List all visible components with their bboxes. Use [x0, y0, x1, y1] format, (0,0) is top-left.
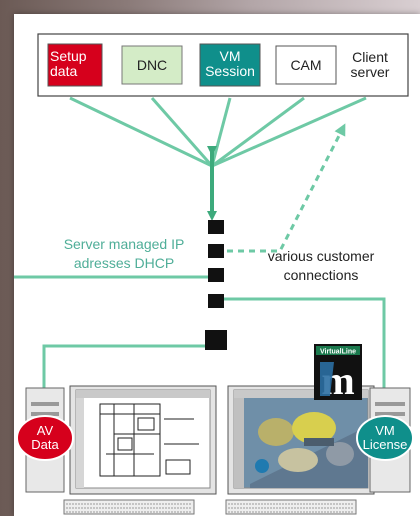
av-data-badge-text: AV Data [31, 423, 59, 452]
cam-label: CAM [290, 57, 322, 73]
cam-module [275, 45, 337, 85]
logo-text: VirtualLine [320, 349, 356, 356]
customer-connection-dashed [227, 123, 346, 253]
vm-license-badge-text: VM License [362, 423, 408, 452]
diagram-canvas: VirtualLine m Setup data DNC VM Session … [14, 14, 420, 516]
dnc-module [121, 45, 183, 85]
right-keyboard [225, 499, 357, 515]
left-monitor [69, 385, 217, 495]
av-data-badge [16, 415, 74, 461]
customer-connections-label: various customer connections [267, 248, 375, 283]
setup-data-module [47, 43, 103, 87]
left-keyboard [63, 499, 195, 515]
vm-session-label: VM Session [205, 48, 255, 79]
right-monitor [227, 385, 375, 495]
network-lines [14, 275, 386, 394]
dnc-label: DNC [136, 57, 168, 73]
vm-license-badge [356, 415, 414, 461]
diagram-svg: VirtualLine m [14, 33, 414, 515]
vm-session-module [199, 43, 261, 87]
fanout-lines [69, 96, 367, 168]
setup-data-label: Setup data [50, 48, 87, 79]
switch-ports [205, 220, 227, 350]
virtualline-logo: VirtualLine m [314, 344, 362, 403]
server-managed-label: Server managed IP adresses DHCP [63, 236, 185, 271]
client-server-label: Client server [350, 49, 390, 80]
